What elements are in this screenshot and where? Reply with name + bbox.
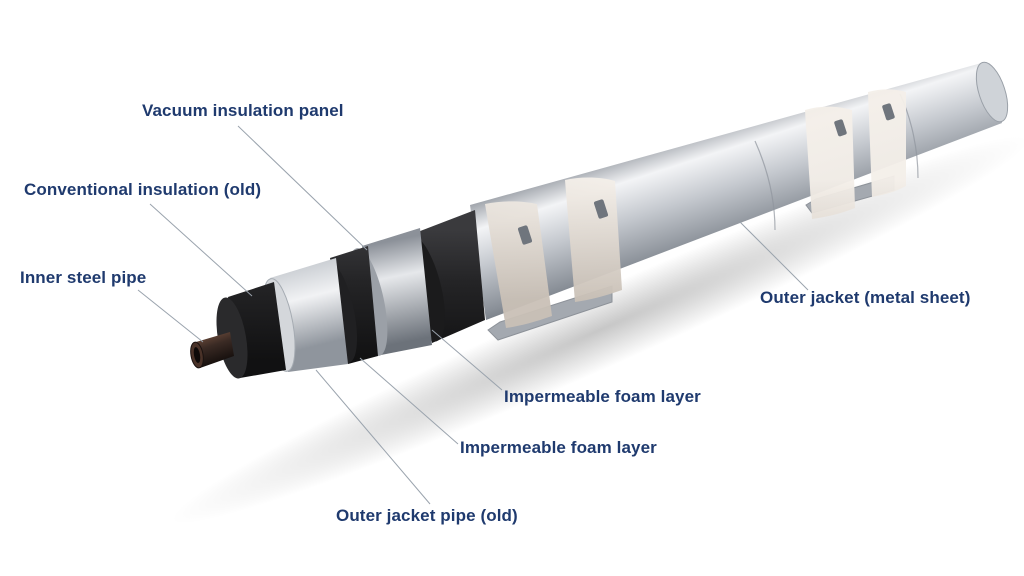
inner-steel-pipe bbox=[196, 332, 234, 368]
label-outer-jacket-pipe-old: Outer jacket pipe (old) bbox=[336, 506, 518, 525]
ground-shadow bbox=[170, 135, 1024, 525]
label-conventional-insulation: Conventional insulation (old) bbox=[24, 180, 262, 199]
leader-outer-jacket-metal-sheet bbox=[739, 221, 809, 291]
clamp-band-1 bbox=[485, 201, 552, 328]
label-inner-steel-pipe: Inner steel pipe bbox=[20, 268, 147, 287]
leader-conventional-insulation bbox=[149, 203, 253, 297]
clamp-band-3 bbox=[805, 106, 855, 219]
leader-impermeable-foam-layer-2 bbox=[359, 357, 459, 445]
leader-lines bbox=[137, 125, 809, 505]
label-impermeable-foam-layer-2: Impermeable foam layer bbox=[460, 438, 657, 457]
leader-impermeable-foam-layer-1 bbox=[431, 329, 503, 391]
label-impermeable-foam-layer-1: Impermeable foam layer bbox=[504, 387, 701, 406]
outer-jacket-end-cap bbox=[975, 61, 1009, 123]
clamp-band-2 bbox=[565, 177, 622, 302]
leader-inner-steel-pipe bbox=[137, 289, 204, 343]
leader-outer-jacket-pipe-old bbox=[315, 369, 431, 505]
leader-vacuum-insulation-panel bbox=[237, 125, 368, 251]
label-vacuum-insulation-panel: Vacuum insulation panel bbox=[142, 101, 344, 120]
label-outer-jacket-metal-sheet: Outer jacket (metal sheet) bbox=[760, 288, 971, 307]
clamp-band-4 bbox=[868, 89, 906, 197]
